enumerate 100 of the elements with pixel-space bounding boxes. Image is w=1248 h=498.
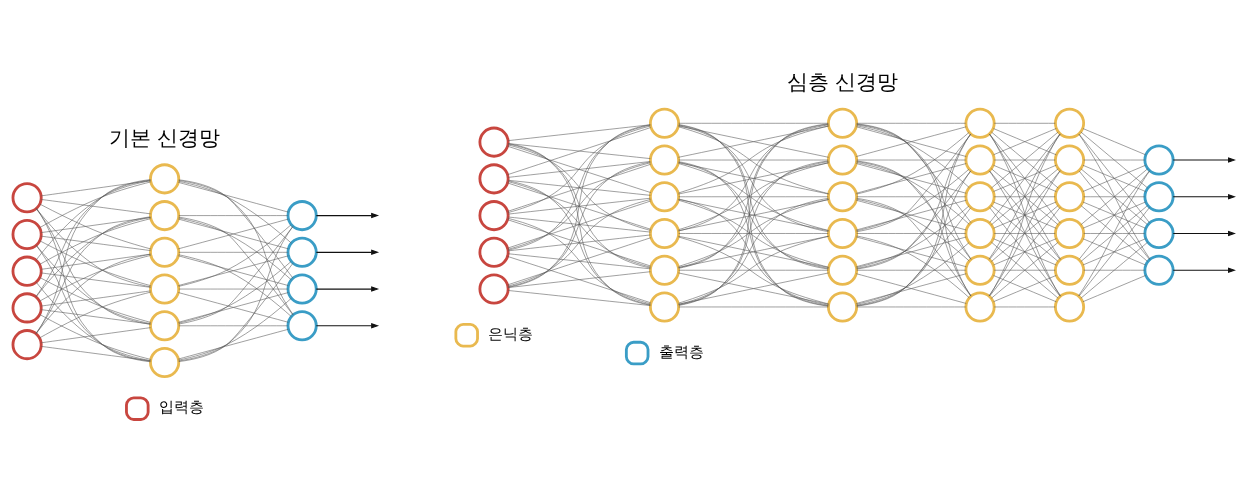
connector xyxy=(178,216,294,315)
node-circle xyxy=(149,273,181,305)
node-circle xyxy=(1054,180,1086,212)
connector xyxy=(178,225,294,362)
arrow xyxy=(1172,230,1236,236)
connector xyxy=(855,125,967,157)
connector xyxy=(856,124,970,188)
node-circle xyxy=(648,180,681,212)
connector xyxy=(856,133,971,232)
connector xyxy=(993,237,1057,265)
connector xyxy=(856,232,966,234)
connector xyxy=(507,144,651,231)
connector xyxy=(856,306,966,307)
connector xyxy=(856,159,966,160)
connector xyxy=(507,234,651,251)
node-circle xyxy=(286,273,318,305)
connector xyxy=(856,161,970,225)
connector xyxy=(41,290,151,306)
node-circle xyxy=(827,143,859,176)
node-circle xyxy=(827,217,859,249)
connector xyxy=(39,276,152,323)
connector xyxy=(507,289,651,306)
connector xyxy=(994,122,1056,124)
connector xyxy=(678,232,829,234)
connector xyxy=(178,218,289,249)
node-circle xyxy=(1143,143,1175,176)
connector xyxy=(994,269,1056,270)
connector xyxy=(856,124,972,223)
connector xyxy=(178,180,292,243)
node-circle xyxy=(149,199,181,231)
node-circle xyxy=(478,273,510,305)
connector xyxy=(678,235,829,268)
connector xyxy=(856,195,966,197)
connector xyxy=(507,255,652,303)
connector xyxy=(39,240,152,286)
connector xyxy=(856,241,970,305)
connector xyxy=(994,232,1056,234)
connector xyxy=(507,125,651,213)
connector xyxy=(35,179,151,297)
connector xyxy=(41,326,151,343)
node-circle xyxy=(286,236,318,268)
connector xyxy=(855,236,967,267)
node-circle xyxy=(11,328,43,360)
connector xyxy=(856,170,971,269)
connector xyxy=(41,272,151,288)
connector xyxy=(994,159,1056,160)
connector xyxy=(507,200,652,248)
connector xyxy=(507,126,652,175)
node-circle xyxy=(149,236,181,268)
connector xyxy=(507,236,652,285)
connector xyxy=(507,217,651,304)
connector xyxy=(1083,232,1145,234)
node-circle xyxy=(478,236,510,268)
connector xyxy=(39,181,152,228)
connector xyxy=(1082,274,1147,302)
connector xyxy=(856,197,972,296)
connector xyxy=(178,217,292,280)
connector xyxy=(678,123,829,306)
connector xyxy=(178,328,289,359)
node-circle xyxy=(478,126,510,158)
connector xyxy=(178,225,294,324)
connector xyxy=(507,252,651,269)
node-circle xyxy=(1054,107,1086,139)
connector xyxy=(39,217,152,265)
connector xyxy=(178,260,292,323)
node-circle xyxy=(1143,254,1175,286)
node-circle xyxy=(648,254,681,286)
node-circle xyxy=(1054,143,1086,176)
connector xyxy=(507,218,652,266)
connector xyxy=(178,325,288,326)
connector xyxy=(507,180,651,267)
node-circle xyxy=(827,254,859,286)
node-circle xyxy=(1054,254,1086,286)
connector xyxy=(1078,133,1150,223)
connector xyxy=(855,162,967,194)
node-circle xyxy=(964,290,996,322)
connector xyxy=(989,133,1061,223)
legend-label: 은닉층 xyxy=(488,324,534,343)
node-circle xyxy=(149,346,181,378)
node-circle xyxy=(648,217,681,249)
connector xyxy=(178,223,292,287)
connector xyxy=(856,131,970,194)
node-circle xyxy=(648,107,681,139)
connector xyxy=(41,216,151,233)
connector xyxy=(507,145,652,193)
connector xyxy=(36,207,151,362)
connector xyxy=(508,123,651,288)
connector xyxy=(178,262,294,361)
arrow xyxy=(315,249,380,255)
connector xyxy=(678,125,829,158)
connector xyxy=(178,255,289,286)
connector xyxy=(178,214,288,216)
connector xyxy=(994,195,1056,197)
connector xyxy=(178,251,288,253)
node-circle xyxy=(827,107,859,139)
node-circle xyxy=(964,180,996,212)
node-circle xyxy=(827,180,859,212)
connector xyxy=(991,167,1059,225)
connector xyxy=(507,216,651,232)
connector xyxy=(35,244,151,362)
